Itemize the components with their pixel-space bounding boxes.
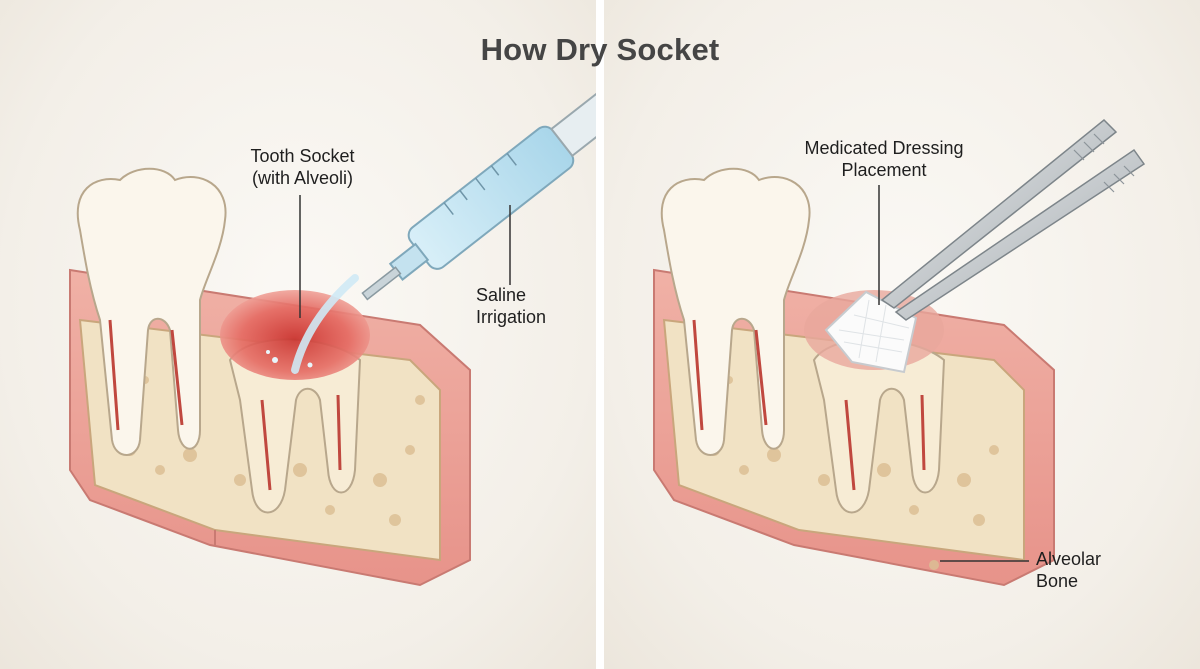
panel-divider <box>596 0 604 669</box>
saline-stream <box>291 274 359 374</box>
left-panel: Tooth Socket (with Alveoli) Saline Irrig… <box>0 0 596 669</box>
page-title: How Dry Socket <box>480 32 720 67</box>
inflamed-socket <box>220 290 370 380</box>
right-panel: Medicated Dressing Placement Alveolar Bo… <box>604 0 1200 669</box>
irrigation-illustration <box>69 90 596 587</box>
syringe <box>361 90 596 301</box>
saline-irrigation-label: Saline Irrigation <box>476 285 547 327</box>
alveolar-bone-label: Alveolar Bone <box>1036 549 1102 591</box>
medicated-dressing <box>824 290 918 374</box>
saline-droplets <box>266 350 313 368</box>
molar-tooth <box>76 167 227 456</box>
dressing-label: Medicated Dressing Placement <box>804 138 964 180</box>
dressing-illustration <box>653 118 1146 587</box>
molar-tooth <box>660 167 811 456</box>
forceps <box>880 118 1146 321</box>
tooth-socket-label: Tooth Socket (with Alveoli) <box>250 146 355 188</box>
